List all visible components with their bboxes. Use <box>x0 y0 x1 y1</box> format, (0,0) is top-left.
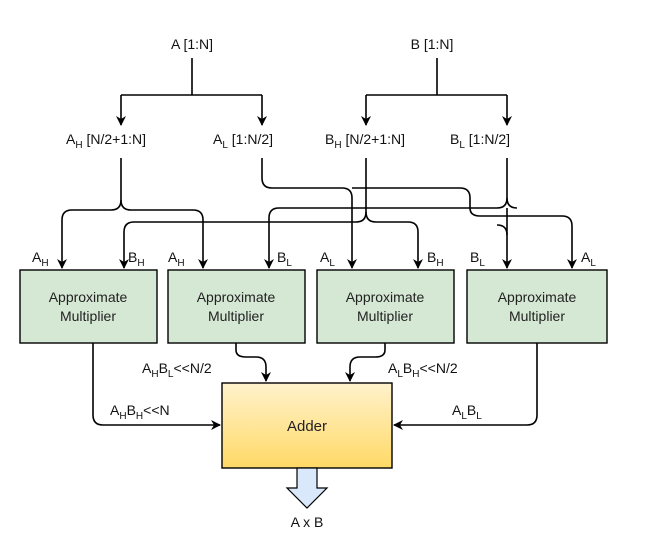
wire-mult2-to-adder <box>235 343 271 382</box>
wire-al-to-mult4 <box>352 187 577 269</box>
approximate-multiplier-4: Approximate Multiplier <box>466 269 608 344</box>
multiplier-label-line2: Multiplier <box>357 308 413 324</box>
bh-split-label: BH [N/2+1:N] <box>325 131 405 151</box>
adder-label: Adder <box>287 418 327 435</box>
output-arrow-icon <box>285 467 329 509</box>
multiplier-label-line1: Approximate <box>346 289 425 305</box>
approximate-multiplier-2: Approximate Multiplier <box>167 269 306 344</box>
wire-bl-junction <box>506 197 518 209</box>
wire-ah-to-mult1 <box>57 158 122 269</box>
wire-bl-to-mult4 <box>496 224 512 269</box>
al-split-label: AL [1:N/2] <box>213 131 273 151</box>
wire-a-split <box>121 58 262 96</box>
port-labels: AH BH AH BL AL BH BL AL <box>32 249 596 269</box>
product-label-hl: AHBL<<N/2 <box>142 360 212 380</box>
port-label: BH <box>427 249 444 269</box>
product-label-ll: ALBL <box>452 402 482 422</box>
adder-block: Adder <box>221 382 393 469</box>
wire-bh-to-mult1 <box>119 158 367 269</box>
wire-mult1-to-adder <box>92 343 221 430</box>
multiplier-label-line2: Multiplier <box>509 308 565 324</box>
multiplier-label-line1: Approximate <box>49 289 128 305</box>
port-label: AL <box>581 249 596 269</box>
port-label: AL <box>320 249 335 269</box>
wire-bl-to-mult2 <box>264 158 508 269</box>
multiplier-label-line1: Approximate <box>498 289 577 305</box>
approximate-multiplier-1: Approximate Multiplier <box>19 269 158 344</box>
approximate-multiplier-3: Approximate Multiplier <box>316 269 455 344</box>
wire-bh-to-mult3 <box>365 211 423 269</box>
multiplier-label-line2: Multiplier <box>60 308 116 324</box>
product-label-lh: ALBH<<N/2 <box>388 360 458 380</box>
wire-ah-to-mult2 <box>120 199 208 269</box>
port-label: AH <box>32 249 49 269</box>
ah-split-label: AH [N/2+1:N] <box>66 131 146 151</box>
port-label: BL <box>470 249 485 269</box>
wire-al-to-mult3 <box>261 158 357 269</box>
bl-split-label: BL [1:N/2] <box>450 131 510 151</box>
input-b-label: B [1:N] <box>411 36 454 52</box>
product-label-hh: AHBH<<N <box>110 402 170 422</box>
port-label: AH <box>168 249 185 269</box>
input-a-label: A [1:N] <box>171 36 213 52</box>
wire-mult4-to-adder <box>393 343 538 430</box>
port-label: BL <box>277 249 292 269</box>
multiplier-label-line2: Multiplier <box>208 308 264 324</box>
port-label: BH <box>128 249 145 269</box>
wire-mult3-to-adder <box>345 343 386 382</box>
output-label: A x B <box>291 514 324 530</box>
wire-b-split <box>366 58 507 96</box>
multiplier-label-line1: Approximate <box>197 289 276 305</box>
